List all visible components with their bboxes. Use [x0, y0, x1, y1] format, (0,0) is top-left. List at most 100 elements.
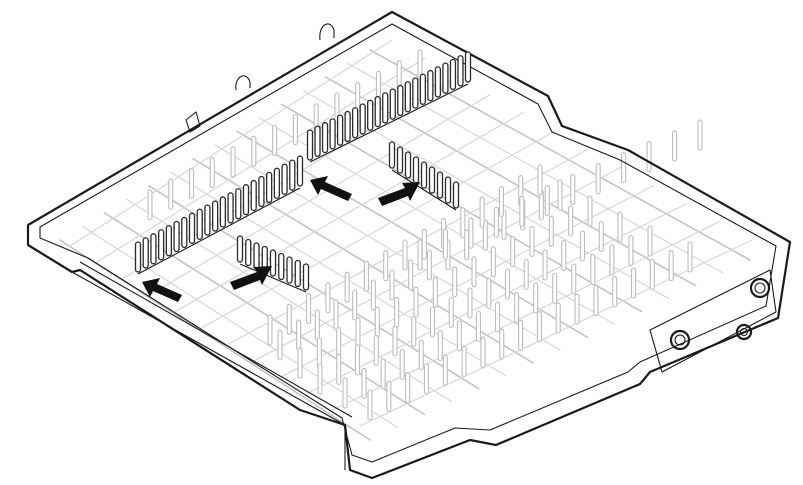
tine-row-front-long: [134, 155, 304, 275]
background-tine: [568, 205, 574, 237]
background-tine: [429, 306, 436, 338]
tine-rail: [239, 263, 307, 293]
background-tine: [561, 239, 567, 272]
background-tine: [389, 269, 395, 301]
background-tine: [552, 272, 558, 305]
background-tine: [344, 271, 350, 303]
tine: [359, 103, 366, 135]
tine: [314, 125, 321, 157]
tine: [367, 99, 374, 131]
tine: [382, 92, 389, 124]
tine: [404, 151, 412, 179]
background-tine: [468, 217, 474, 249]
background-tine: [590, 253, 596, 286]
tine: [253, 242, 260, 270]
background-tine: [579, 230, 586, 262]
tine: [242, 184, 250, 216]
tine: [344, 110, 351, 143]
background-tine: [426, 249, 432, 281]
tine: [457, 55, 464, 87]
background-tine: [442, 354, 448, 386]
background-tine: [537, 164, 543, 196]
tine: [396, 146, 404, 174]
background-tine: [480, 337, 486, 369]
tine: [412, 156, 420, 184]
background-tine: [697, 119, 703, 151]
arrow-right-front: [230, 266, 272, 290]
tine: [245, 238, 252, 267]
background-tine: [386, 380, 392, 412]
background-tine: [272, 124, 278, 156]
background-tine: [277, 329, 283, 361]
rack-wire: [170, 171, 507, 377]
background-tine: [417, 239, 423, 271]
background-tine: [519, 195, 525, 227]
tine: [302, 263, 310, 291]
tine: [134, 241, 142, 273]
background-tine: [456, 320, 462, 352]
background-tine: [336, 353, 342, 386]
rack-wire: [236, 130, 588, 338]
tine: [464, 51, 472, 83]
background-tine: [671, 130, 678, 162]
rack-wire: [125, 198, 453, 403]
tine: [157, 229, 165, 261]
tine-rail: [137, 187, 301, 275]
background-tine: [402, 239, 408, 271]
background-tine: [571, 263, 577, 295]
background-tine: [355, 317, 361, 349]
background-tine: [342, 377, 348, 409]
rack-wire: [174, 112, 524, 313]
background-tine: [370, 279, 376, 311]
rack-wire: [201, 130, 557, 329]
rack-wire: [333, 221, 720, 411]
tine: [294, 259, 301, 288]
tine: [427, 69, 434, 102]
tine-row-back-short: [388, 141, 460, 211]
background-tine: [411, 315, 417, 348]
background-tine: [448, 296, 454, 329]
tine: [389, 88, 396, 120]
background-tine: [380, 358, 386, 390]
folding-tine-rows: [134, 51, 472, 293]
background-tine: [352, 289, 358, 321]
background-tine: [486, 277, 492, 310]
background-tine: [533, 282, 539, 314]
background-tine: [518, 319, 524, 351]
background-tine: [544, 184, 550, 217]
background-tine: [514, 291, 520, 324]
background-tine: [209, 157, 215, 189]
background-tine: [628, 234, 634, 267]
background-tine: [504, 268, 511, 300]
tine-row-front-short: [236, 235, 310, 293]
tine: [250, 179, 257, 212]
tine: [296, 155, 304, 187]
background-tine: [548, 215, 554, 247]
background-tine: [593, 284, 599, 317]
background-tine: [314, 309, 320, 341]
background-tine: [423, 363, 430, 395]
background-tine: [333, 299, 339, 331]
tine-row-back-long: [306, 51, 472, 163]
tine: [289, 159, 296, 191]
background-tine: [630, 267, 637, 299]
tine: [351, 107, 359, 139]
tine: [419, 73, 427, 105]
background-tine: [418, 339, 424, 371]
tine: [265, 171, 273, 204]
background-tine: [471, 256, 477, 288]
tine: [281, 163, 288, 195]
background-tine-rows: [147, 49, 703, 421]
background-tine: [188, 167, 195, 200]
background-tine: [621, 152, 627, 184]
background-tine: [392, 325, 398, 357]
background-tine: [475, 310, 481, 343]
background-tine: [405, 372, 411, 404]
tine: [235, 188, 242, 220]
background-tine: [432, 276, 438, 308]
background-tine: [317, 363, 323, 395]
background-tine: [587, 195, 593, 227]
tine: [150, 233, 157, 265]
background-tine: [168, 178, 174, 210]
tine: [204, 204, 211, 236]
